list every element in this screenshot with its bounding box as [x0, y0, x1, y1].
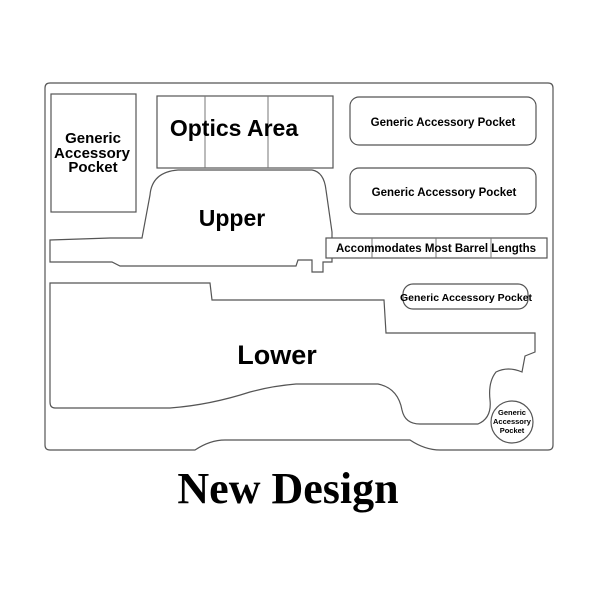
left-accessory-pocket [50, 93, 137, 213]
optics-area-label: Optics Area [170, 115, 298, 141]
top-right-pocket-label: Generic Accessory Pocket [371, 117, 516, 129]
lower-receiver-cutout [49, 282, 536, 425]
left-pocket-label-line3: Pocket [68, 159, 117, 176]
mid-right-pocket-label: Generic Accessory Pocket [372, 187, 517, 199]
lower-label: Lower [237, 340, 317, 370]
round-pocket-label-line2: Accessory [493, 417, 532, 426]
optics-area [156, 95, 334, 169]
round-accessory-pocket [490, 400, 534, 444]
barrel-label: Accommodates Most Barrel Lengths [336, 243, 536, 255]
small-accessory-pocket [402, 283, 529, 310]
upper-receiver-cutout [49, 169, 333, 273]
new-design-caption: New Design [177, 464, 398, 513]
round-pocket-label-line1: Generic [498, 408, 526, 417]
top-right-accessory-pocket [349, 96, 537, 146]
mid-right-accessory-pocket [349, 167, 537, 215]
round-pocket-label-line3: Pocket [500, 426, 525, 435]
left-pocket-label-line2: Accessory [54, 145, 131, 162]
left-pocket-label-line1: Generic [65, 130, 121, 147]
small-pocket-label: Generic Accessory Pocket [400, 292, 533, 304]
upper-label: Upper [199, 205, 266, 231]
